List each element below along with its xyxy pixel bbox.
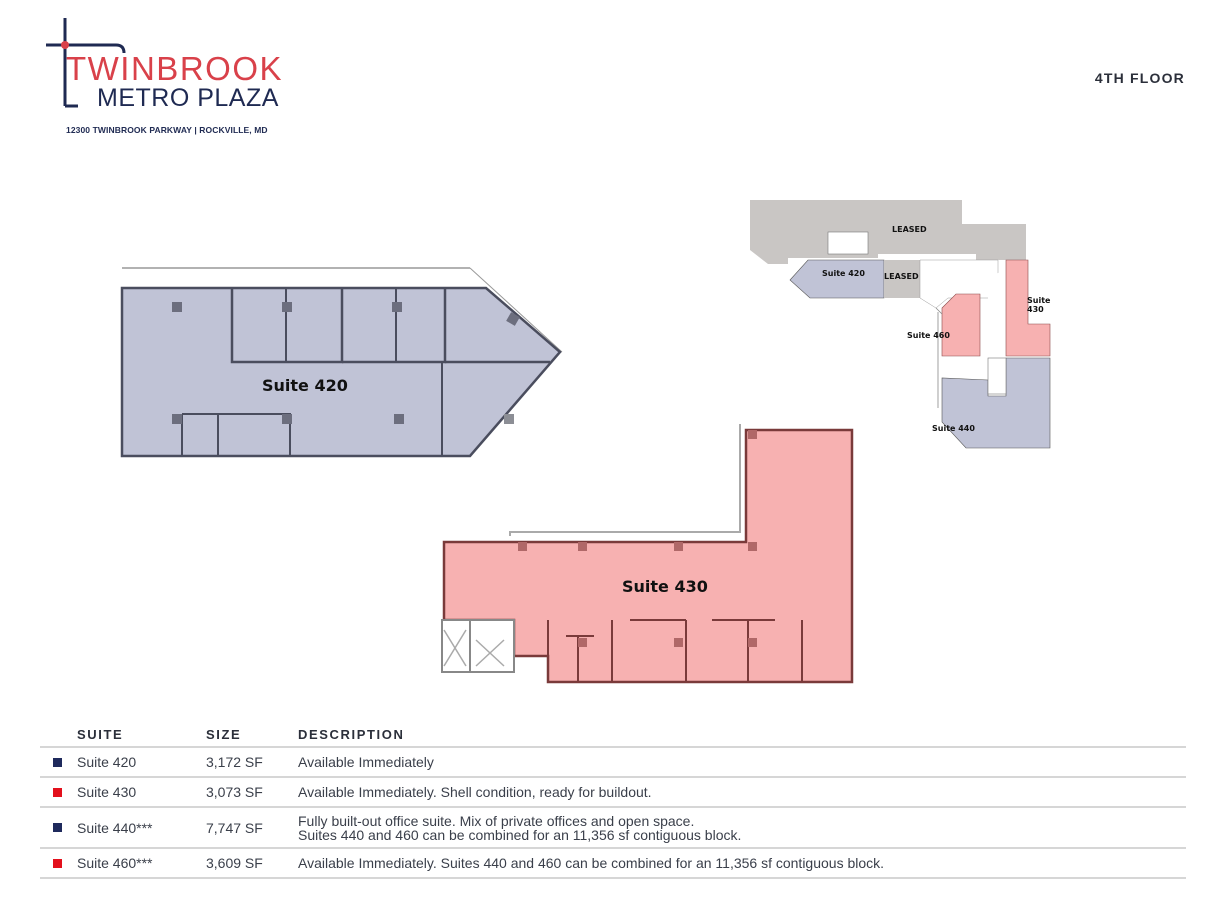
red-swatch-icon xyxy=(53,858,62,868)
table-row: Suite 440*** 7,747 SF Fully built-out of… xyxy=(40,808,1186,849)
suite-430-floorplan-graphic xyxy=(441,424,854,684)
navy-swatch-icon xyxy=(53,823,62,832)
size-cell: 7,747 SF xyxy=(206,819,263,836)
suite-420-label: Suite 420 xyxy=(262,376,348,395)
logo-line-1: TWINBROOK xyxy=(66,50,283,87)
key-leased-top: LEASED xyxy=(892,225,927,234)
table-header: SUITE SIZE DESCRIPTION xyxy=(40,722,1186,748)
description-cell: Fully built-out office suite. Mix of pri… xyxy=(298,814,1186,842)
table-row: Suite 460*** 3,609 SF Available Immediat… xyxy=(40,849,1186,879)
table-row: Suite 420 3,172 SF Available Immediately xyxy=(40,748,1186,778)
size-cell: 3,609 SF xyxy=(206,855,263,871)
header-description: DESCRIPTION xyxy=(298,726,405,742)
red-swatch-icon xyxy=(53,787,62,797)
suite-cell: Suite 440*** xyxy=(77,819,153,836)
description-cell: Available Immediately xyxy=(298,754,434,770)
size-cell: 3,172 SF xyxy=(206,754,263,770)
logo-crosshair-icon xyxy=(46,18,126,108)
suite-420-plan: Suite 420 xyxy=(110,262,580,462)
address: 12300 TWINBROOK PARKWAY | ROCKVILLE, MD xyxy=(66,125,268,135)
key-suite-430: Suite 430 xyxy=(1027,296,1051,314)
description-line-1: Fully built-out office suite. Mix of pri… xyxy=(298,812,695,829)
navy-swatch-icon xyxy=(53,757,62,767)
suite-420-floorplan-graphic xyxy=(120,267,563,458)
floor-label: 4TH FLOOR xyxy=(1094,70,1185,86)
suite-430-label: Suite 430 xyxy=(622,577,708,596)
suite-cell: Suite 420 xyxy=(77,754,137,770)
suite-cell: Suite 460*** xyxy=(77,855,153,871)
key-plan-graphic xyxy=(750,200,1051,449)
suite-430-plan: Suite 430 xyxy=(430,420,870,700)
logo-line-2: METRO PLAZA xyxy=(97,84,279,112)
key-suite-440: Suite 440 xyxy=(932,424,975,433)
header-suite: SUITE xyxy=(77,726,124,742)
description-line-2: Suites 440 and 460 can be combined for a… xyxy=(298,826,742,843)
key-suite-460: Suite 460 xyxy=(907,331,950,340)
table-row: Suite 430 3,073 SF Available Immediately… xyxy=(40,778,1186,808)
header-size: SIZE xyxy=(206,726,242,742)
key-leased-mid: LEASED xyxy=(884,272,919,281)
description-cell: Available Immediately. Suites 440 and 46… xyxy=(298,855,885,871)
size-cell: 3,073 SF xyxy=(206,784,263,800)
key-suite-420: Suite 420 xyxy=(822,269,865,278)
availability-table: SUITE SIZE DESCRIPTION Suite 420 3,172 S… xyxy=(40,722,1186,879)
key-plan: LEASED LEASED Suite 420 Suite 430 Suite … xyxy=(748,198,1068,450)
suite-cell: Suite 430 xyxy=(77,784,137,800)
description-cell: Available Immediately. Shell condition, … xyxy=(298,784,652,800)
